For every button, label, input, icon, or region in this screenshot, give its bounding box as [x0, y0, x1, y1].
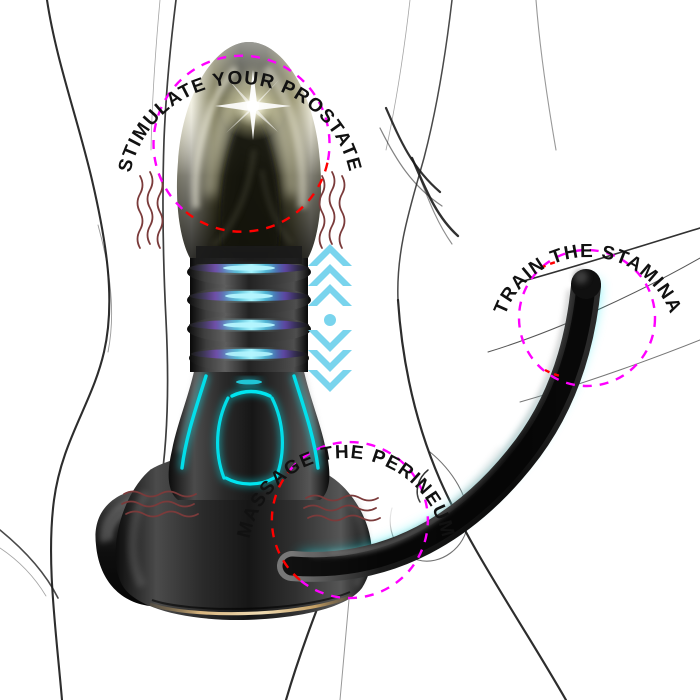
vibration-head-left [136, 171, 164, 249]
vibration-head-right [318, 171, 346, 249]
vibration-marks [121, 171, 381, 522]
rib-ring [189, 344, 309, 372]
rib-ring [187, 258, 311, 286]
callout-circle-prostate [152, 54, 331, 233]
device-shaft [168, 362, 330, 500]
rib-ring [187, 286, 311, 314]
base-gold-rim [149, 594, 353, 616]
callout-circle-perineum [270, 440, 430, 600]
shaft-cyan-lights [180, 374, 320, 486]
rib-ring [187, 315, 311, 343]
tip-sparkle [215, 70, 291, 141]
device-head [176, 42, 322, 258]
device-ribs [187, 250, 311, 385]
prostate-massager [95, 42, 601, 620]
callout-circle-stamina [517, 248, 657, 388]
callout-circles [152, 54, 657, 600]
device-tail-arm [277, 269, 601, 582]
thrust-center-dot [324, 314, 336, 326]
thrust-arrows [308, 244, 352, 392]
vibration-base-left [121, 490, 199, 518]
vibration-base-right [303, 494, 381, 522]
